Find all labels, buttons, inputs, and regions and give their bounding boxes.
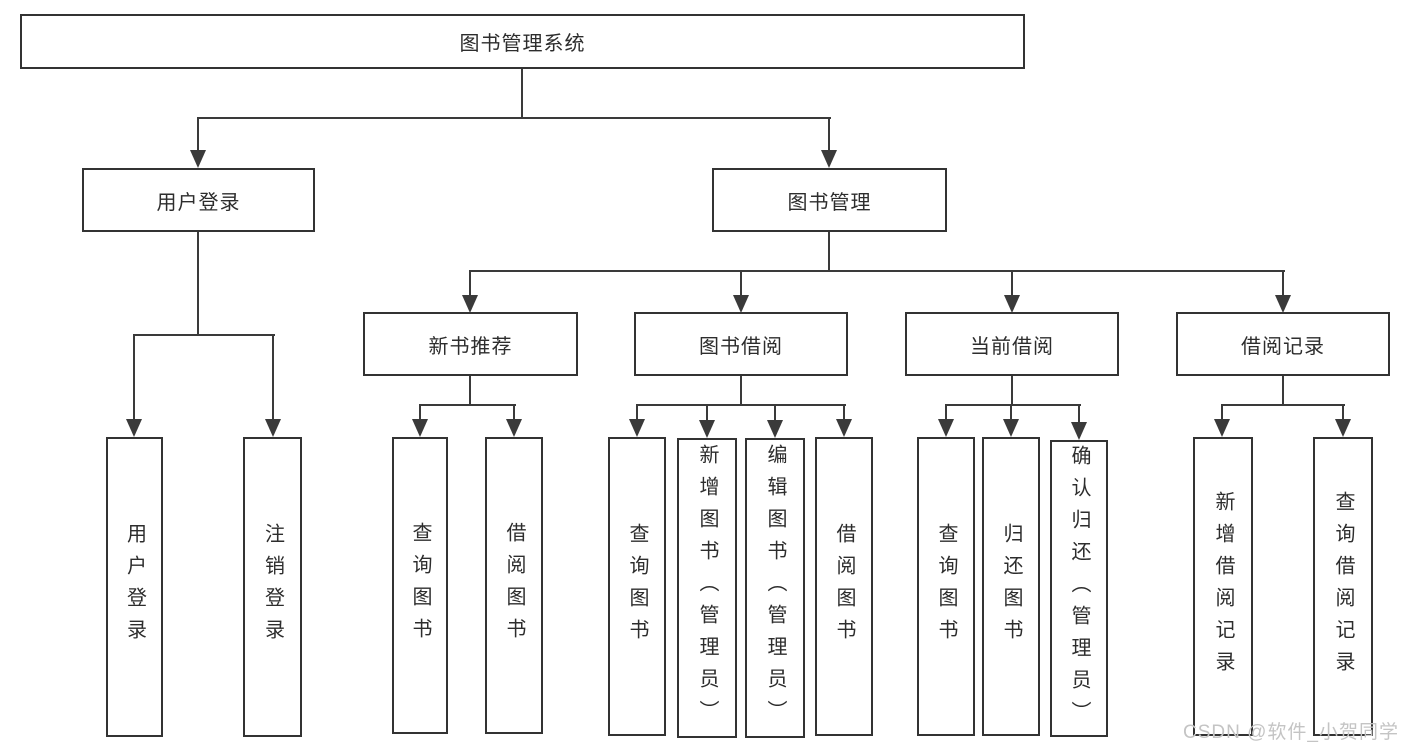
arrow-down-icon: [1335, 419, 1351, 437]
connector-line: [197, 231, 199, 336]
node-leaf-query-record: 查询借阅记录: [1313, 437, 1373, 736]
node-leaf-query-book-2: 查询图书: [608, 437, 666, 736]
arrow-stub: [1221, 405, 1223, 423]
arrow-stub: [1282, 271, 1284, 299]
node-label: 借阅图书: [833, 522, 855, 651]
arrow-down-icon: [767, 420, 783, 438]
arrow-down-icon: [1071, 422, 1087, 440]
arrow-stub: [945, 405, 947, 423]
connector-line: [469, 270, 1285, 272]
node-label: 图书借阅: [699, 335, 783, 358]
watermark: CSDN @软件_小贺同学: [1183, 722, 1399, 743]
arrow-stub: [828, 118, 830, 154]
connector-line: [197, 117, 831, 119]
arrow-stub: [1342, 405, 1344, 423]
connector-line: [945, 404, 1081, 406]
arrow-down-icon: [821, 150, 837, 168]
arrow-stub: [706, 405, 708, 424]
node-leaf-logout: 注销登录: [243, 437, 302, 737]
node-user-login: 用户登录: [82, 168, 315, 232]
node-leaf-add-book: 新增图书（管理员）: [677, 438, 737, 738]
node-current-borrowing: 当前借阅: [905, 312, 1119, 376]
node-book-management: 图书管理: [712, 168, 947, 232]
arrow-stub: [133, 335, 135, 423]
node-label: 查询图书: [626, 522, 648, 651]
arrow-down-icon: [265, 419, 281, 437]
node-label: 归还图书: [1000, 522, 1022, 651]
node-label: 新增图书（管理员）: [696, 444, 718, 732]
node-label: 用户登录: [123, 523, 146, 651]
node-label: 用户登录: [156, 191, 241, 214]
node-leaf-add-record: 新增借阅记录: [1193, 437, 1253, 736]
connector-line: [636, 404, 846, 406]
arrow-stub: [1078, 405, 1080, 426]
node-label: 新书推荐: [428, 335, 513, 358]
node-leaf-user-login: 用户登录: [106, 437, 163, 737]
arrow-stub: [774, 405, 776, 424]
arrow-down-icon: [1003, 419, 1019, 437]
node-label: 查询图书: [935, 522, 957, 651]
arrow-down-icon: [1214, 419, 1230, 437]
arrow-stub: [1011, 271, 1013, 299]
connector-line: [1011, 375, 1013, 406]
node-label: 编辑图书（管理员）: [764, 444, 786, 732]
arrow-down-icon: [733, 295, 749, 313]
node-label: 当前借阅: [970, 335, 1054, 358]
arrow-stub: [740, 271, 742, 299]
arrow-down-icon: [190, 150, 206, 168]
connector-line: [469, 375, 471, 406]
node-label: 图书管理: [787, 191, 872, 214]
arrow-down-icon: [629, 419, 645, 437]
arrow-down-icon: [462, 295, 478, 313]
node-label: 查询图书: [409, 521, 431, 650]
arrow-down-icon: [836, 419, 852, 437]
node-leaf-edit-book: 编辑图书（管理员）: [745, 438, 805, 738]
arrow-down-icon: [938, 419, 954, 437]
node-borrowing-records: 借阅记录: [1176, 312, 1390, 376]
connector-line: [740, 375, 742, 406]
node-root: 图书管理系统: [20, 14, 1025, 69]
node-label: 查询借阅记录: [1332, 490, 1354, 683]
node-label: 新增借阅记录: [1212, 490, 1234, 683]
node-leaf-borrow-book-2: 借阅图书: [815, 437, 873, 736]
arrow-stub: [843, 405, 845, 423]
arrow-stub: [513, 405, 515, 423]
connector-line: [828, 231, 830, 272]
node-label: 注销登录: [261, 523, 284, 651]
arrow-stub: [197, 118, 199, 154]
node-book-borrowing: 图书借阅: [634, 312, 848, 376]
node-label: 确认归还（管理员）: [1068, 444, 1090, 733]
arrow-down-icon: [506, 419, 522, 437]
arrow-down-icon: [412, 419, 428, 437]
node-leaf-borrow-book-1: 借阅图书: [485, 437, 543, 734]
arrow-stub: [1010, 405, 1012, 423]
arrow-down-icon: [1004, 295, 1020, 313]
connector-line: [1221, 404, 1345, 406]
node-leaf-confirm-return: 确认归还（管理员）: [1050, 440, 1108, 737]
node-leaf-query-book-1: 查询图书: [392, 437, 448, 734]
arrow-stub: [272, 335, 274, 423]
node-label: 借阅记录: [1241, 335, 1325, 358]
node-leaf-return-book: 归还图书: [982, 437, 1040, 736]
arrow-stub: [469, 271, 471, 299]
arrow-stub: [636, 405, 638, 423]
connector-line: [133, 334, 275, 336]
arrow-down-icon: [126, 419, 142, 437]
connector-line: [521, 68, 523, 119]
arrow-down-icon: [699, 420, 715, 438]
node-new-book-recommend: 新书推荐: [363, 312, 578, 376]
arrow-stub: [419, 405, 421, 423]
node-leaf-query-book-3: 查询图书: [917, 437, 975, 736]
node-label: 图书管理系统: [459, 33, 586, 55]
connector-line: [1282, 375, 1284, 406]
node-label: 借阅图书: [503, 521, 525, 650]
arrow-down-icon: [1275, 295, 1291, 313]
connector-line: [419, 404, 516, 406]
